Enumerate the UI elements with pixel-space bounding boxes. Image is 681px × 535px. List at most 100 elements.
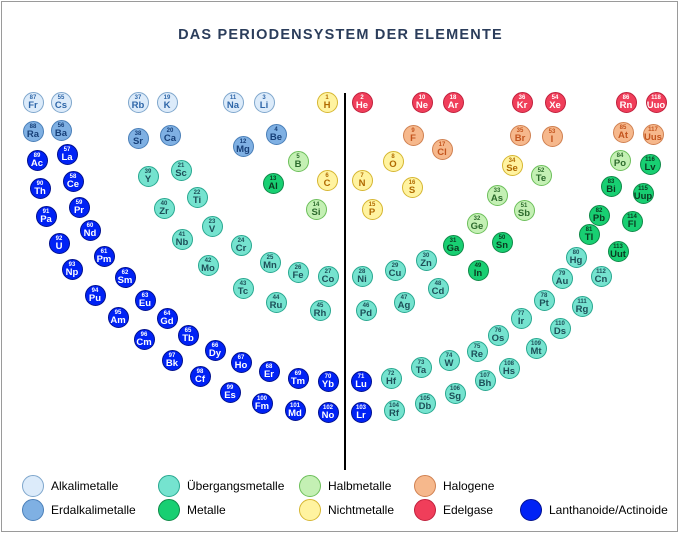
element-number: 7 (360, 172, 364, 179)
element-number: 44 (272, 294, 280, 301)
element-symbol: Li (259, 99, 269, 111)
element-symbol: Sc (175, 167, 187, 179)
element-symbol: Mo (201, 262, 215, 274)
element-number: 15 (368, 201, 376, 208)
element-symbol: Ne (415, 99, 429, 111)
element-number: 45 (316, 302, 324, 309)
element-number: 84 (616, 152, 624, 159)
element-symbol: Lr (356, 409, 366, 421)
element-number: 25 (266, 254, 274, 261)
legend-label: Lanthanoide/Actinoide (549, 503, 668, 517)
element-symbol: Te (535, 172, 547, 184)
element-number: 82 (595, 207, 603, 214)
element-number: 56 (57, 122, 65, 129)
element-symbol: Re (470, 348, 484, 360)
element-symbol: Sn (495, 239, 509, 251)
element-symbol: Sb (517, 207, 531, 219)
element-number: 28 (358, 268, 366, 275)
element-symbol: Lv (644, 161, 656, 173)
element-number: 65 (184, 327, 192, 334)
element-symbol: Mg (236, 143, 250, 155)
element-symbol: Ta (415, 364, 427, 376)
element-symbol: Fe (292, 269, 304, 281)
element-number: 94 (91, 287, 99, 294)
element-number: 105 (419, 395, 430, 402)
element-symbol: Eu (138, 297, 152, 309)
element-symbol: Ce (66, 178, 80, 190)
element-symbol: Uut (610, 248, 626, 260)
legend-label: Metalle (187, 503, 226, 517)
element-number: 114 (627, 213, 637, 220)
element-number: 50 (498, 234, 506, 241)
element-number: 27 (324, 268, 332, 275)
element-symbol: Sm (117, 274, 133, 286)
element-symbol: Xe (549, 99, 561, 111)
element-number: 54 (551, 94, 559, 101)
element-number: 68 (265, 363, 273, 370)
element-symbol: Hf (385, 375, 397, 387)
legend-swatch (22, 499, 44, 521)
element-symbol: Ge (470, 220, 484, 232)
element-symbol: La (61, 151, 73, 163)
element-symbol: Sr (132, 135, 144, 147)
page-title: DAS PERIODENSYSTEM DER ELEMENTE (178, 27, 503, 43)
element-symbol: Pd (359, 307, 373, 319)
element-number: 108 (503, 360, 514, 367)
legend-swatch (299, 475, 321, 497)
element-number: 106 (449, 385, 460, 392)
element-number: 60 (86, 222, 94, 229)
element-number: 1 (325, 94, 329, 101)
legend-swatch (414, 499, 436, 521)
element-number: 96 (140, 331, 148, 338)
element-symbol: Uus (644, 131, 662, 143)
element-number: 102 (322, 404, 333, 411)
legend-swatch (158, 499, 180, 521)
element-number: 35 (516, 127, 524, 134)
element-symbol: N (358, 177, 366, 189)
element-symbol: B (294, 158, 302, 170)
element-number: 40 (160, 200, 168, 207)
element-symbol: Mt (530, 345, 542, 357)
element-symbol: Nb (175, 236, 189, 248)
legend-swatch (158, 475, 180, 497)
element-number: 38 (134, 130, 142, 137)
element-number: 51 (520, 202, 528, 209)
element-number: 4 (274, 126, 278, 133)
element-number: 87 (29, 94, 37, 101)
element-symbol: Pr (73, 204, 85, 216)
element-number: 10 (418, 94, 426, 101)
element-symbol: Nd (83, 227, 97, 239)
element-symbol: I (550, 133, 554, 145)
